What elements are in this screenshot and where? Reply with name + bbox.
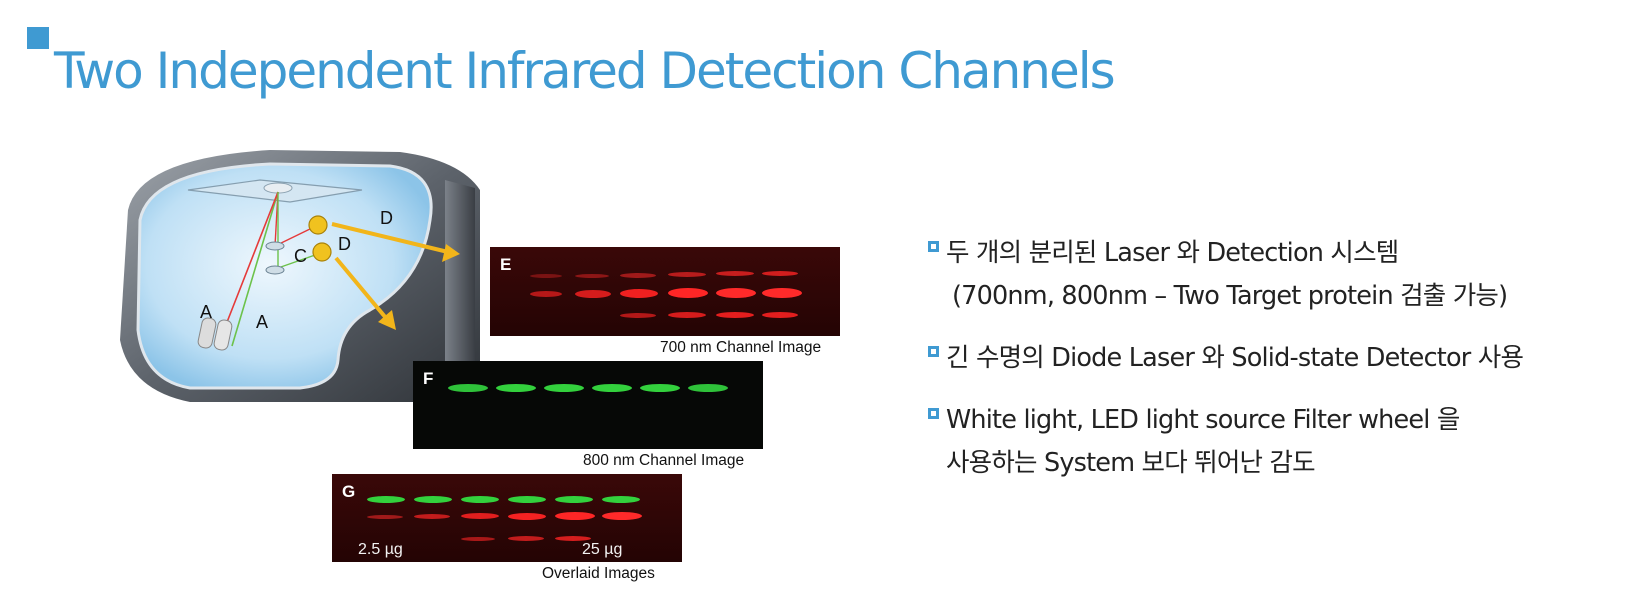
caption-700nm: 700 nm Channel Image bbox=[660, 339, 822, 356]
bullet-line: 두 개의 분리된 Laser 와 Detection 시스템 bbox=[946, 238, 1399, 268]
label-a1: A bbox=[200, 302, 213, 322]
title-accent-square bbox=[27, 27, 49, 49]
red-beam bbox=[219, 191, 279, 341]
bullet-line: White light, LED light source Filter whe… bbox=[946, 405, 1460, 435]
bullet-line: 긴 수명의 Diode Laser 와 Solid-state Detector… bbox=[946, 343, 1524, 373]
bullet-item: 긴 수명의 Diode Laser 와 Solid-state Detector… bbox=[928, 337, 1628, 380]
lane-label-low: 2.5 µg bbox=[358, 541, 403, 558]
scanner-illustration bbox=[120, 150, 480, 402]
detector-800 bbox=[312, 242, 332, 262]
scanner-side-panel bbox=[445, 180, 475, 398]
green-beam bbox=[231, 191, 279, 347]
arrow-to-800 bbox=[334, 256, 388, 320]
label-c: C bbox=[294, 246, 307, 266]
detector-700 bbox=[308, 215, 328, 235]
label-d2: D bbox=[338, 234, 351, 254]
caption-800nm: 800 nm Channel Image bbox=[583, 452, 745, 469]
feature-bullets: 두 개의 분리된 Laser 와 Detection 시스템 (700nm, 8… bbox=[928, 232, 1628, 504]
lane-label-high: 25 µg bbox=[582, 541, 623, 558]
bullet-line: (700nm, 800nm – Two Target protein 검출 가능… bbox=[952, 281, 1508, 311]
square-bullet-icon bbox=[928, 346, 939, 357]
scanner-figure: A A C D D E 700 nm Channel Image F 800 n… bbox=[100, 140, 860, 600]
blot-700nm: E bbox=[490, 247, 840, 336]
sample-disc bbox=[263, 182, 293, 194]
blot-overlay: G 2.5 µg 25 µg bbox=[332, 474, 682, 562]
bullet-item: White light, LED light source Filter whe… bbox=[928, 399, 1628, 485]
arrow-to-700 bbox=[331, 222, 449, 254]
label-a2: A bbox=[256, 312, 269, 332]
page-title: Two Independent Infrared Detection Chann… bbox=[54, 42, 1116, 100]
bullet-item: 두 개의 분리된 Laser 와 Detection 시스템 (700nm, 8… bbox=[928, 232, 1628, 318]
mirror-2 bbox=[265, 265, 285, 275]
caption-overlay: Overlaid Images bbox=[542, 565, 655, 582]
blot-letter-g: G bbox=[342, 482, 356, 501]
blot-800nm: F bbox=[413, 361, 763, 449]
blot-letter-f: F bbox=[423, 369, 434, 388]
mirror-1 bbox=[265, 241, 285, 251]
square-bullet-icon bbox=[928, 241, 939, 252]
laser-2 bbox=[213, 319, 233, 351]
label-d1: D bbox=[380, 208, 393, 228]
bullet-line: 사용하는 System 보다 뛰어난 감도 bbox=[946, 448, 1316, 478]
laser-1 bbox=[197, 317, 217, 349]
square-bullet-icon bbox=[928, 408, 939, 419]
blot-letter-e: E bbox=[500, 255, 512, 274]
